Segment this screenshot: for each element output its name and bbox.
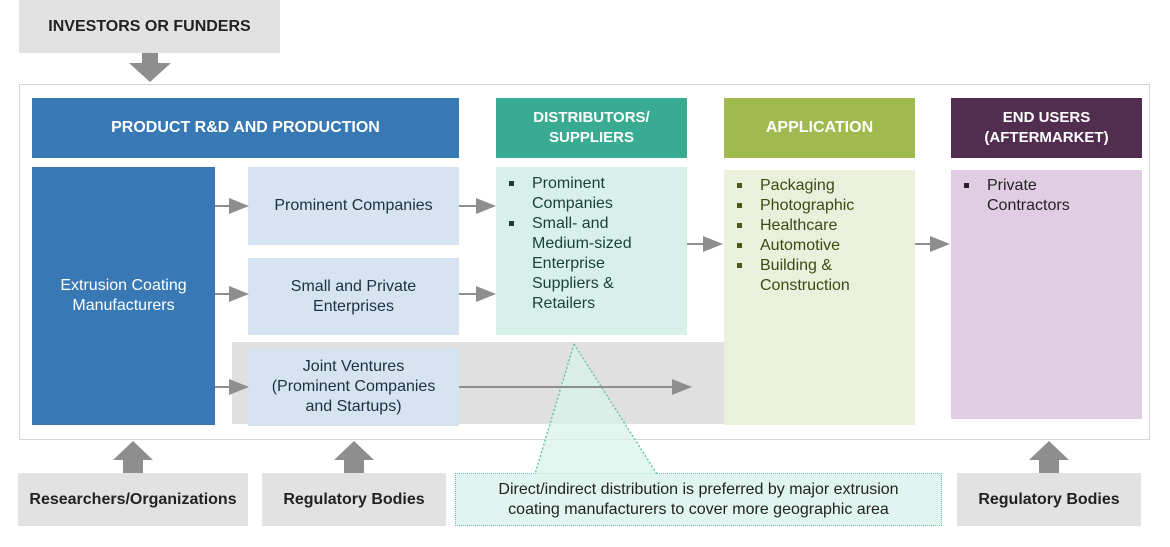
up-arrow-icon: [113, 441, 153, 473]
header-end-users-label-1: END USERS: [1002, 109, 1091, 126]
small-private-label-1: Small and Private: [290, 277, 417, 295]
distribution-callout: Direct/indirect distribution is preferre…: [455, 473, 942, 526]
application-item: Packaging: [734, 176, 907, 196]
regulatory-bodies-right-box: Regulatory Bodies: [957, 473, 1141, 526]
callout-line-1: Direct/indirect distribution is preferre…: [498, 480, 899, 498]
header-distributors-label-2: SUPPLIERS: [548, 129, 635, 146]
header-end-users: END USERS (AFTERMARKET): [951, 98, 1142, 158]
header-rd-production-label: PRODUCT R&D AND PRODUCTION: [111, 119, 380, 136]
joint-ventures-label-2: (Prominent Companies: [271, 378, 436, 395]
prominent-companies-box: Prominent Companies: [248, 167, 459, 245]
bullet-icon: [964, 183, 969, 188]
bullet-icon: [737, 223, 742, 228]
bullet-icon: [737, 203, 742, 208]
header-rd-production: PRODUCT R&D AND PRODUCTION: [32, 98, 459, 158]
header-application-label: APPLICATION: [765, 119, 874, 136]
small-private-enterprises-box: Small and Private Enterprises: [248, 258, 459, 335]
header-distributors: DISTRIBUTORS/ SUPPLIERS: [496, 98, 687, 158]
down-arrow-icon: [129, 53, 171, 82]
joint-ventures-label-3: and Startups): [305, 398, 402, 415]
header-end-users-label-2: (AFTERMARKET): [984, 129, 1109, 146]
bullet-icon: [509, 221, 514, 226]
distributors-item: Prominent Companies: [506, 174, 679, 214]
callout-line-2: coating manufacturers to cover more geog…: [508, 500, 889, 518]
manufacturers-label-2: Manufacturers: [72, 297, 175, 314]
joint-ventures-label-1: Joint Ventures: [302, 358, 405, 375]
application-item: Healthcare: [734, 216, 907, 236]
bullet-icon: [737, 263, 742, 268]
investors-funders-label: INVESTORS OR FUNDERS: [48, 17, 251, 35]
researchers-label: Researchers/Organizations: [29, 490, 237, 508]
small-private-label-2: Enterprises: [313, 297, 394, 315]
manufacturers-label-1: Extrusion Coating: [60, 277, 187, 294]
up-arrow-icon: [334, 441, 374, 473]
regulatory-left-label: Regulatory Bodies: [283, 490, 425, 508]
prominent-companies-label: Prominent Companies: [274, 197, 433, 214]
distributors-item: Small- and Medium-sized Enterprise Suppl…: [506, 214, 679, 314]
application-body: Packaging Photographic Healthcare Automo…: [724, 170, 915, 425]
application-item: Building &Construction: [734, 256, 907, 296]
header-application: APPLICATION: [724, 98, 915, 158]
investors-funders-box: INVESTORS OR FUNDERS: [19, 0, 280, 53]
header-distributors-label-1: DISTRIBUTORS/: [533, 109, 650, 126]
regulatory-bodies-left-box: Regulatory Bodies: [262, 473, 446, 526]
researchers-organizations-box: Researchers/Organizations: [18, 473, 248, 526]
extrusion-coating-manufacturers-box: Extrusion Coating Manufacturers: [32, 167, 215, 425]
joint-ventures-box: Joint Ventures (Prominent Companies and …: [248, 348, 459, 426]
application-item: Automotive: [734, 236, 907, 256]
bullet-icon: [737, 243, 742, 248]
regulatory-right-label: Regulatory Bodies: [978, 490, 1120, 508]
distributors-body: Prominent Companies Small- and Medium-si…: [496, 167, 687, 335]
application-list: Packaging Photographic Healthcare Automo…: [734, 176, 907, 296]
up-arrow-icon: [1029, 441, 1069, 473]
bullet-icon: [737, 183, 742, 188]
application-item: Photographic: [734, 196, 907, 216]
distributors-list: Prominent Companies Small- and Medium-si…: [506, 174, 679, 314]
bullet-icon: [509, 181, 514, 186]
